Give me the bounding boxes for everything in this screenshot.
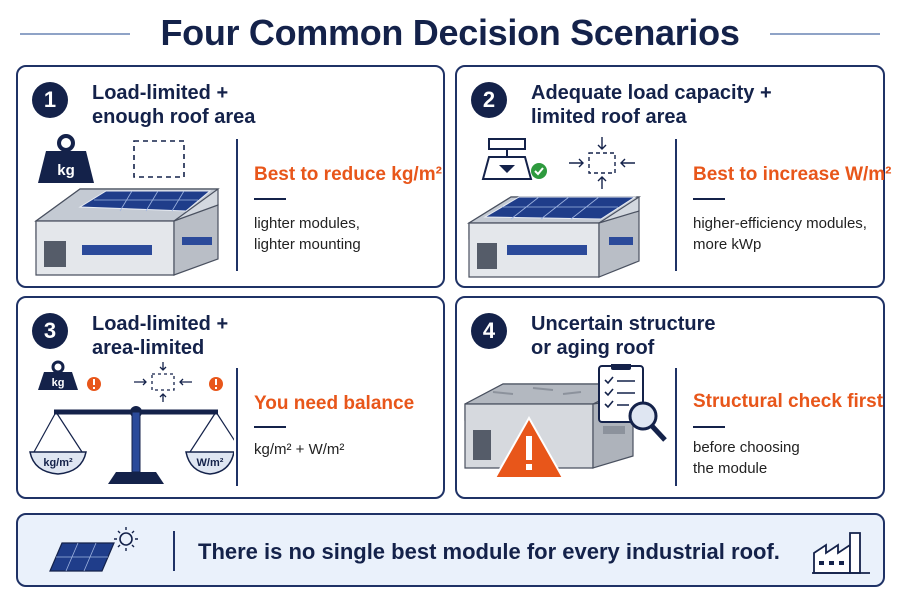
- scenario-title: Load-limited + enough roof area: [92, 81, 255, 129]
- scenario-card-4: 4 Uncertain structure or aging roof: [455, 296, 885, 499]
- page-title: Four Common Decision Scenarios: [160, 12, 740, 53]
- solar-panel-icon: [483, 196, 637, 220]
- title-row: Four Common Decision Scenarios: [0, 8, 900, 58]
- warning-icon: [209, 377, 223, 391]
- scale-label-left: kg/m²: [43, 457, 73, 469]
- scenario-number: 2: [471, 82, 507, 118]
- balance-scale-icon: kg/m² W/m²: [29, 406, 234, 484]
- scenario-number: 4: [471, 313, 507, 349]
- magnifier-icon: [628, 401, 667, 442]
- recommendation-dash: [693, 426, 725, 428]
- scenario-title-line: Adequate load capacity +: [531, 82, 772, 104]
- detail-line: lighter mounting: [254, 236, 361, 253]
- scenario-title: Uncertain structure or aging roof: [531, 312, 716, 360]
- scenario-recommendation: Best to increase W/m²: [693, 164, 892, 185]
- scenario-recommendation: Structural check first: [693, 391, 884, 412]
- scenario-4-illustration: [464, 364, 667, 479]
- recommendation-dash: [254, 198, 286, 200]
- title-rule-right: [770, 33, 880, 35]
- footer-message: There is no single best module for every…: [198, 539, 780, 564]
- scenario-number: 3: [32, 313, 68, 349]
- weight-icon: kg: [38, 134, 94, 183]
- scenario-title-line: area-limited: [92, 337, 205, 359]
- checkmark-icon: [531, 163, 547, 179]
- warning-icon: [87, 377, 101, 391]
- compress-arrows-icon: [134, 362, 192, 402]
- detail-line: kg/m² + W/m²: [254, 441, 345, 458]
- footer-solar-illustration: [49, 527, 138, 572]
- scenario-title-line: Load-limited +: [92, 82, 229, 104]
- scenario-detail: lighter modules, lighter mounting: [254, 213, 361, 255]
- footer-banner: There is no single best module for every…: [16, 513, 885, 587]
- scenario-title-line: Load-limited +: [92, 313, 229, 335]
- empty-area-icon: [133, 140, 185, 178]
- load-capacity-icon: [481, 138, 533, 180]
- building-icon: [464, 383, 634, 469]
- weight-icon: kg: [38, 360, 78, 390]
- scenario-2-illustration: [466, 137, 642, 278]
- scenario-detail: higher-efficiency modules, more kWp: [693, 213, 867, 255]
- solar-panel-icon: [78, 190, 212, 212]
- scenario-number: 1: [32, 82, 68, 118]
- scenario-title: Load-limited + area-limited: [92, 312, 228, 360]
- sun-icon: [114, 527, 138, 551]
- detail-line: more kWp: [693, 236, 762, 253]
- scale-label-right: W/m²: [197, 457, 224, 469]
- solar-panel-icon: [49, 542, 115, 572]
- recommendation-dash: [693, 198, 725, 200]
- scenario-title-line: limited roof area: [531, 106, 687, 128]
- card-divider: [236, 368, 238, 486]
- scenario-title-line: enough roof area: [92, 106, 256, 128]
- scenario-title-line: Uncertain structure: [531, 313, 716, 335]
- title-rule-left: [20, 33, 130, 35]
- detail-line: before choosing: [693, 439, 800, 456]
- scenario-3-illustration: kg kg/m: [29, 360, 234, 484]
- scenario-detail: kg/m² + W/m²: [254, 439, 344, 460]
- scenario-recommendation: You need balance: [254, 393, 415, 414]
- scenario-card-1: 1 Load-limited + enough roof area kg Bes…: [16, 65, 445, 288]
- warning-icon: [493, 415, 565, 479]
- scenario-card-2: 2 Adequate load capacity + limited roof …: [455, 65, 892, 288]
- detail-line: higher-efficiency modules,: [693, 215, 867, 232]
- weight-label: kg: [52, 377, 65, 389]
- detail-line: the module: [693, 460, 768, 477]
- card-divider: [236, 139, 238, 271]
- weight-label: kg: [57, 162, 75, 179]
- scenario-recommendation: Best to reduce kg/m²: [254, 164, 442, 185]
- recommendation-dash: [254, 426, 286, 428]
- card-divider: [675, 368, 677, 486]
- scenario-title-line: or aging roof: [531, 337, 655, 359]
- scenario-title: Adequate load capacity + limited roof ar…: [531, 81, 772, 129]
- scenario-card-3: 3 Load-limited + area-limited kg: [16, 296, 445, 499]
- card-divider: [675, 139, 677, 271]
- scenario-1-illustration: kg: [34, 134, 220, 276]
- footer-divider: [173, 531, 175, 571]
- detail-line: lighter modules,: [254, 215, 360, 232]
- scenario-detail: before choosing the module: [693, 437, 800, 479]
- factory-icon: [812, 532, 870, 574]
- compress-arrows-icon: [569, 137, 635, 189]
